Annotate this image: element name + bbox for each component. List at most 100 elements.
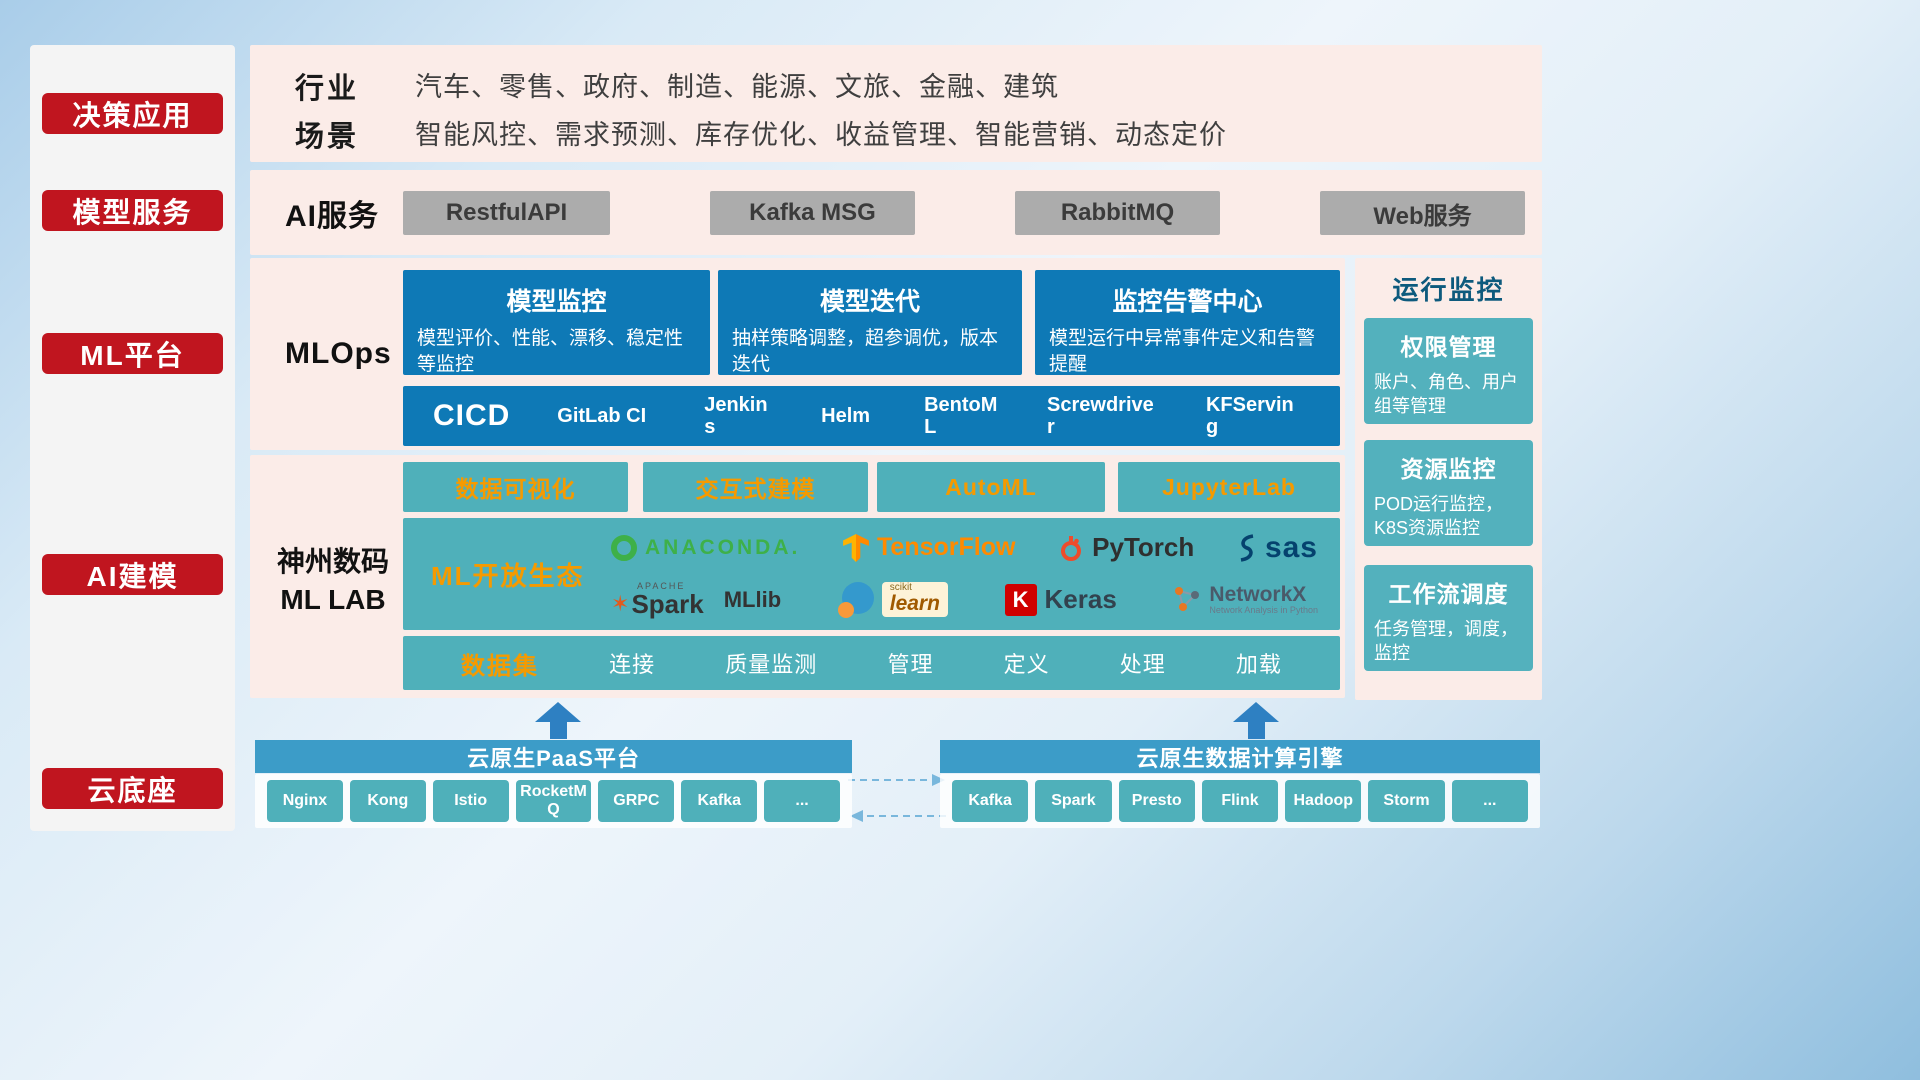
- card-model-monitoring: 模型监控 模型评价、性能、漂移、稳定性等监控: [403, 270, 710, 375]
- monitoring-panel: 运行监控 权限管理 账户、角色、用户组等管理 资源监控 POD运行监控，K8S资…: [1355, 258, 1542, 700]
- tensorflow-icon: [843, 533, 869, 562]
- tool-automl: AutoML: [877, 462, 1105, 512]
- cicd-tool-screwdriver: Screwdriver: [1047, 394, 1154, 438]
- left-sidebar: 决策应用 模型服务 ML平台 AI建模 云底座: [30, 45, 235, 831]
- card-desc: 抽样策略调整，超参调优，版本迭代: [732, 328, 999, 376]
- spark-mllib-logo: APACHE ✶ Spark MLlib: [611, 581, 782, 619]
- engine-item-flink: Flink: [1201, 780, 1279, 822]
- tool-jupyterlab: JupyterLab: [1118, 462, 1340, 512]
- ai-service-rabbitmq: RabbitMQ: [1015, 191, 1220, 235]
- networkx-icon: [1175, 587, 1200, 612]
- card-title: 资源监控: [1400, 456, 1497, 482]
- ai-service-section: AI服务 RestfulAPI Kafka MSG RabbitMQ Web服务: [250, 170, 1542, 255]
- mllab-label-line1: 神州数码: [276, 546, 389, 577]
- paas-platform-bar: 云原生PaaS平台: [255, 740, 852, 773]
- mlops-section: MLOps 模型监控 模型评价、性能、漂移、稳定性等监控 模型迭代 抽样策略调整…: [250, 258, 1345, 450]
- cicd-bar: CICD GitLab CI Jenkins Helm BentoML Scre…: [403, 386, 1340, 446]
- card-workflow-scheduling: 工作流调度 任务管理，调度，监控: [1364, 565, 1533, 671]
- scikit-learn-icon: [837, 581, 874, 618]
- sidebar-item-cloud-base: 云底座: [42, 768, 223, 809]
- engine-item-kafka: Kafka: [952, 780, 1029, 822]
- card-title: 工作流调度: [1388, 581, 1509, 607]
- keras-icon: K: [1004, 583, 1037, 616]
- engine-item-storm: Storm: [1368, 780, 1445, 822]
- card-desc: 任务管理，调度，监控: [1374, 619, 1518, 664]
- dataset-connect: 连接: [609, 652, 656, 677]
- dataset-load: 加载: [1235, 652, 1282, 677]
- dataset-process: 处理: [1119, 652, 1166, 677]
- sidebar-item-ai-modeling: AI建模: [42, 554, 223, 595]
- ai-service-restfulapi: RestfulAPI: [403, 191, 610, 235]
- sidebar-item-model-service: 模型服务: [42, 190, 223, 231]
- card-desc: 模型评价、性能、漂移、稳定性等监控: [417, 328, 684, 376]
- paas-item-kong: Kong: [349, 780, 426, 822]
- paas-item-grpc: GRPC: [598, 780, 675, 822]
- pytorch-icon: [1061, 535, 1082, 561]
- dataset-manage: 管理: [887, 652, 934, 677]
- scikit-learn-logo: scikit learn: [837, 581, 948, 618]
- mllab-label: 神州数码 ML LAB: [264, 543, 402, 619]
- paas-item-kafka: Kafka: [681, 780, 758, 822]
- card-title: 权限管理: [1400, 334, 1497, 360]
- spark-star-icon: ✶: [611, 591, 630, 616]
- anaconda-icon: [611, 534, 637, 561]
- engine-item-hadoop: Hadoop: [1285, 780, 1362, 822]
- card-desc: 账户、角色、用户组等管理: [1374, 372, 1518, 417]
- monitoring-title: 运行监控: [1392, 275, 1505, 305]
- card-resource-monitoring: 资源监控 POD运行监控，K8S资源监控: [1364, 440, 1533, 546]
- data-engine-bar: 云原生数据计算引擎: [940, 740, 1540, 773]
- paas-item-more: ...: [764, 780, 841, 822]
- logo-row-1: ANACONDA. TensorFlow: [599, 531, 1330, 565]
- tool-interactive-modeling: 交互式建模: [643, 462, 868, 512]
- up-arrow-left: [535, 702, 581, 739]
- cicd-tool-bentoml: BentoML: [924, 394, 998, 438]
- anaconda-logo: ANACONDA.: [611, 534, 800, 561]
- tool-data-visualization: 数据可视化: [403, 462, 628, 512]
- tensorflow-logo: TensorFlow: [843, 533, 1015, 562]
- engine-item-more: ...: [1451, 780, 1528, 822]
- mllib-label: MLlib: [723, 586, 782, 612]
- cicd-tool-helm: Helm: [821, 405, 871, 427]
- industry-list: 汽车、零售、政府、制造、能源、文旅、金融、建筑: [415, 72, 1059, 102]
- card-permission-management: 权限管理 账户、角色、用户组等管理: [1364, 318, 1533, 424]
- dashed-exchange-arrows: [848, 774, 946, 822]
- engine-items-row: Kafka Spark Presto Flink Hadoop Storm ..…: [940, 774, 1540, 828]
- dataset-label: 数据集: [461, 652, 539, 680]
- paas-item-rocketmq: RocketMQ: [515, 780, 592, 822]
- paas-items-row: Nginx Kong Istio RocketMQ GRPC Kafka ...: [255, 774, 852, 828]
- mlops-label: MLOps: [285, 337, 392, 370]
- cicd-tool-gitlab-ci: GitLab CI: [557, 405, 647, 427]
- card-desc: POD运行监控，K8S资源监控: [1374, 494, 1504, 539]
- sas-logo: sas: [1237, 531, 1318, 565]
- up-arrow-right: [1233, 702, 1279, 739]
- dataset-row: 数据集 连接 质量监测 管理 定义 处理 加载: [403, 636, 1340, 690]
- ai-service-web: Web服务: [1320, 191, 1525, 235]
- card-title: 模型监控: [506, 288, 607, 316]
- paas-item-nginx: Nginx: [267, 780, 343, 822]
- pytorch-logo: PyTorch: [1058, 532, 1194, 563]
- mllab-section: 神州数码 ML LAB 数据可视化 交互式建模 AutoML JupyterLa…: [250, 455, 1345, 698]
- cicd-tool-jenkins: Jenkins: [704, 394, 768, 438]
- dataset-quality: 质量监测: [725, 652, 818, 677]
- paas-item-istio: Istio: [432, 780, 509, 822]
- card-title: 模型迭代: [819, 288, 920, 316]
- keras-logo: K Keras: [1004, 583, 1117, 616]
- networkx-logo: NetworkX Network Analysis in Python: [1173, 583, 1318, 616]
- logo-row-2: APACHE ✶ Spark MLlib: [599, 581, 1330, 619]
- industry-label: 行业: [295, 73, 360, 105]
- ecosystem-label: ML开放生态: [431, 560, 585, 591]
- ecosystem-logos: ANACONDA. TensorFlow: [599, 522, 1330, 626]
- scenario-list: 智能风控、需求预测、库存优化、收益管理、智能营销、动态定价: [415, 120, 1227, 150]
- card-desc: 模型运行中异常事件定义和告警提醒: [1049, 328, 1316, 376]
- card-title: 监控告警中心: [1112, 288, 1263, 316]
- scenario-label: 场景: [295, 121, 360, 153]
- card-model-iteration: 模型迭代 抽样策略调整，超参调优，版本迭代: [718, 270, 1022, 375]
- industry-scenario-section: 行业 汽车、零售、政府、制造、能源、文旅、金融、建筑 场景 智能风控、需求预测、…: [250, 45, 1542, 162]
- ai-service-kafka-msg: Kafka MSG: [710, 191, 915, 235]
- sidebar-item-decision-app: 决策应用: [42, 93, 223, 134]
- sas-icon: [1240, 533, 1254, 562]
- ml-open-ecosystem: ML开放生态 ANACONDA. TensorFlow: [403, 518, 1340, 630]
- ai-service-label: AI服务: [285, 199, 379, 233]
- cicd-tool-kfserving: KFServing: [1205, 394, 1294, 438]
- card-alert-center: 监控告警中心 模型运行中异常事件定义和告警提醒: [1035, 270, 1340, 375]
